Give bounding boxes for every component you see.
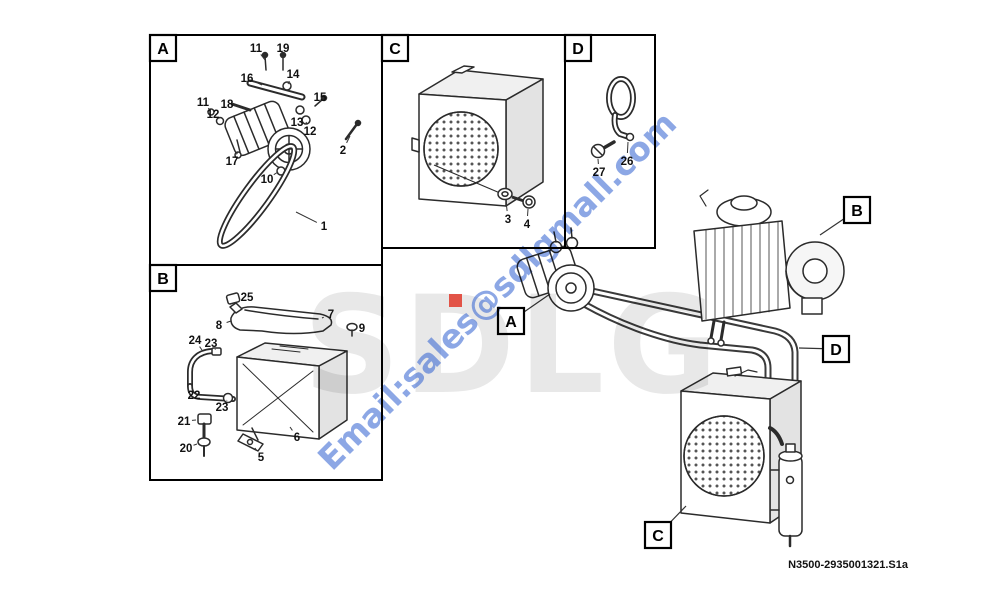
ref-label-B: B: [148, 263, 178, 293]
part-number-17: 17: [226, 156, 239, 168]
ref-label-D: D: [821, 334, 851, 364]
part-number-22: 22: [188, 390, 201, 402]
panel-border-B: [149, 264, 383, 481]
part-number-6: 6: [294, 432, 300, 444]
callout-leader: [226, 320, 232, 323]
part-number-27: 27: [593, 167, 606, 179]
part-number-10: 10: [261, 174, 274, 186]
part-number-5: 5: [258, 452, 265, 464]
watermark-logo: SDLG: [303, 267, 721, 424]
callout-leader: [193, 443, 198, 446]
cap-part-25: [225, 292, 241, 305]
watermark-logo-accent: [449, 294, 462, 307]
part-number-15: 15: [314, 92, 327, 104]
callout-leader: [234, 105, 241, 108]
ref-letter-C: C: [652, 528, 664, 545]
callout-leader: [254, 80, 263, 86]
ref-label-A: A: [496, 306, 526, 336]
callout-leader: [626, 141, 629, 154]
part-number-12: 12: [304, 126, 317, 138]
callout-leader: [273, 171, 279, 176]
part-number-24: 24: [189, 335, 202, 347]
part-number-3: 3: [505, 214, 511, 226]
callout-leader: [289, 426, 293, 431]
part-number-7: 7: [328, 309, 334, 321]
document-number: N3500-2935001321.S1a: [788, 559, 909, 571]
cover-part-7: [230, 306, 333, 335]
ref-letter-C: C: [389, 41, 401, 58]
callout-leader: [254, 447, 257, 451]
part-number-9: 9: [359, 323, 365, 335]
ref-label-C: C: [643, 520, 673, 550]
part-number-19: 19: [277, 43, 290, 55]
fitting-part-20: [197, 437, 211, 447]
part-number-14: 14: [287, 69, 300, 81]
callout-leader: [295, 211, 318, 223]
part-number-23: 23: [216, 402, 229, 414]
part-number-8: 8: [216, 320, 223, 332]
part-number-26: 26: [621, 156, 634, 168]
part-number-13: 13: [291, 117, 304, 129]
clamp-drawing: [590, 76, 636, 159]
part-number-11: 11: [250, 43, 263, 55]
callout-leader: [287, 80, 290, 85]
part-number-25: 25: [241, 292, 254, 304]
callout-leader: [199, 346, 203, 351]
compressor-belt-drawing: [207, 51, 362, 249]
condenser-drawing: [411, 65, 544, 209]
evaporator-drawing: [187, 292, 358, 457]
ref-letter-D: D: [830, 342, 842, 359]
assembly-drawing: [516, 189, 845, 548]
ref-label-B: B: [842, 195, 872, 225]
part-number-12: 12: [207, 109, 220, 121]
valve-part-21: [197, 413, 212, 425]
ref-label-A: A: [148, 33, 178, 63]
part-number-1: 1: [321, 221, 328, 233]
callout-leader: [260, 54, 266, 61]
ref-label-D: D: [563, 33, 593, 63]
part-number-23: 23: [205, 338, 218, 350]
part-number-18: 18: [221, 99, 234, 111]
assembly-receiver-drier: [778, 455, 803, 537]
callout-leader: [505, 200, 508, 212]
part-number-20: 20: [180, 443, 193, 455]
ref-letter-B: B: [851, 203, 863, 220]
callout-leader: [321, 316, 324, 319]
part-number-11: 11: [197, 97, 210, 109]
callout-leader: [305, 121, 308, 124]
callout-leader: [236, 151, 239, 155]
part-number-21: 21: [178, 416, 191, 428]
part-number-4: 4: [524, 219, 531, 231]
ref-label-C: C: [380, 33, 410, 63]
ref-letter-A: A: [157, 41, 169, 58]
label-layer: A B C D A B D C: [148, 33, 872, 550]
callout-leader: [207, 107, 211, 111]
callout-leader: [346, 135, 351, 144]
part-number-16: 16: [241, 73, 254, 85]
panel-border-D: [564, 34, 656, 249]
ref-letter-D: D: [572, 41, 584, 58]
part-number-2: 2: [340, 145, 346, 157]
ref-letter-B: B: [157, 271, 169, 288]
ref-letter-A: A: [505, 314, 517, 331]
